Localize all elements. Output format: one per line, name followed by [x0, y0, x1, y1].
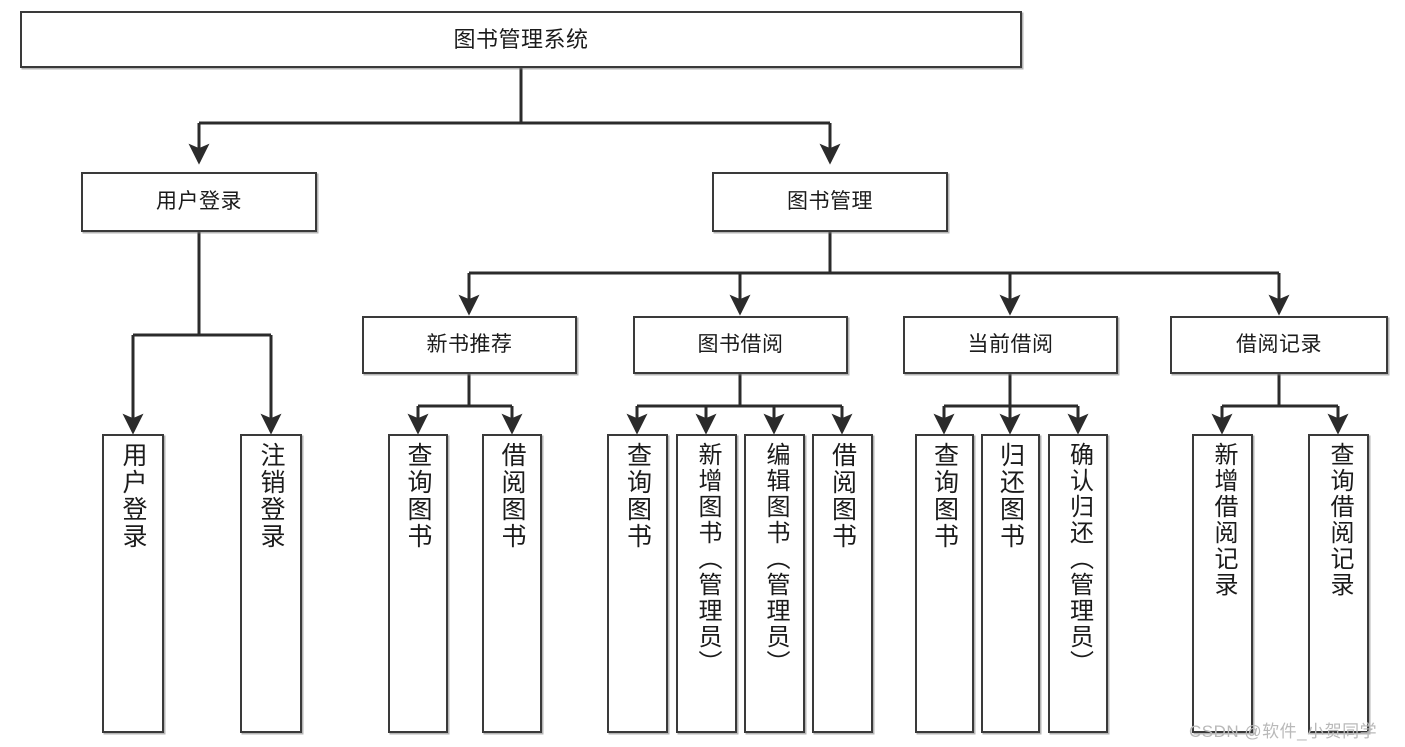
leaf-current-borrow-query[interactable]: 查询图书 [915, 434, 974, 733]
node-user-login[interactable]: 用户登录 [81, 172, 317, 232]
node-label: 借阅记录 [1236, 332, 1322, 356]
node-label: 图书管理 [787, 189, 873, 213]
node-label: 注销登录 [257, 442, 285, 550]
node-label: 新增借阅记录 [1209, 442, 1237, 598]
node-label: 查询借阅记录 [1325, 442, 1353, 598]
leaf-book-borrow-add[interactable]: 新增图书（管理员） [676, 434, 737, 733]
node-label: 编辑图书（管理员） [761, 442, 789, 676]
leaf-borrow-record-add[interactable]: 新增借阅记录 [1192, 434, 1253, 733]
leaf-user-login-signout[interactable]: 注销登录 [240, 434, 302, 733]
node-book-management[interactable]: 图书管理 [712, 172, 948, 232]
leaf-new-book-query[interactable]: 查询图书 [388, 434, 448, 733]
node-label: 查询图书 [930, 442, 959, 550]
node-current-borrow[interactable]: 当前借阅 [903, 316, 1118, 374]
leaf-current-borrow-return[interactable]: 归还图书 [981, 434, 1040, 733]
leaf-current-borrow-confirm-return[interactable]: 确认归还（管理员） [1048, 434, 1108, 733]
leaf-new-book-borrow[interactable]: 借阅图书 [482, 434, 542, 733]
node-label: 当前借阅 [967, 332, 1054, 356]
node-book-borrow[interactable]: 图书借阅 [633, 316, 848, 374]
node-label: 新书推荐 [426, 332, 513, 356]
watermark-text: CSDN @软件_小贺同学 [1189, 722, 1378, 741]
node-borrow-record[interactable]: 借阅记录 [1170, 316, 1388, 374]
leaf-book-borrow-lend[interactable]: 借阅图书 [812, 434, 873, 733]
node-label: 借阅图书 [828, 442, 857, 550]
node-label: 借阅图书 [498, 442, 526, 550]
node-label: 图书管理系统 [453, 26, 589, 52]
node-new-book-recommend[interactable]: 新书推荐 [362, 316, 577, 374]
node-label: 归还图书 [996, 442, 1025, 550]
node-label: 查询图书 [404, 442, 432, 550]
leaf-book-borrow-query[interactable]: 查询图书 [607, 434, 668, 733]
node-label: 新增图书（管理员） [693, 442, 721, 676]
node-label: 用户登录 [156, 189, 242, 213]
node-label: 图书借阅 [697, 332, 784, 356]
node-label: 确认归还（管理员） [1065, 442, 1093, 676]
leaf-user-login-signin[interactable]: 用户登录 [102, 434, 164, 733]
node-label: 用户登录 [119, 442, 147, 550]
leaf-book-borrow-edit[interactable]: 编辑图书（管理员） [744, 434, 805, 733]
leaf-borrow-record-query[interactable]: 查询借阅记录 [1308, 434, 1369, 733]
node-root-system[interactable]: 图书管理系统 [20, 11, 1022, 68]
node-label: 查询图书 [623, 442, 652, 550]
